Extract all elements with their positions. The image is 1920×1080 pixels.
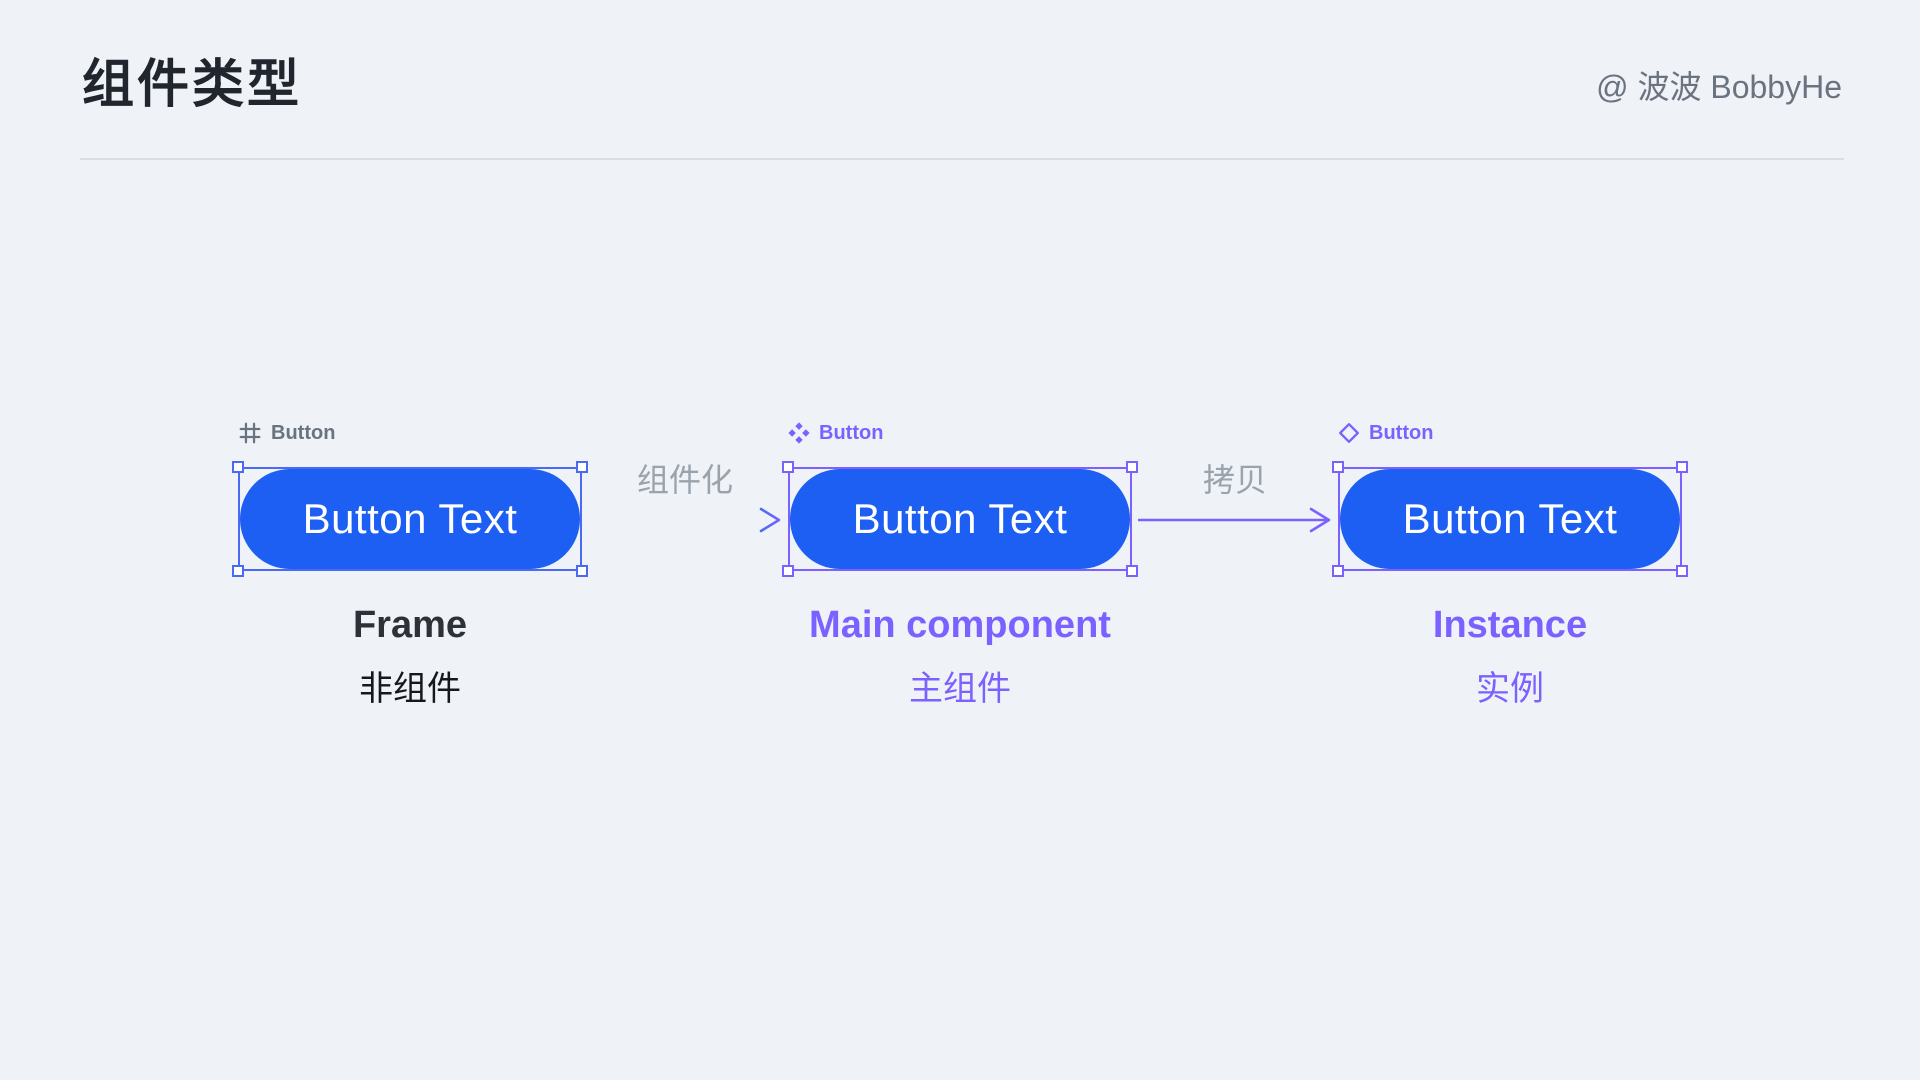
layer-label-text: Button <box>819 421 884 444</box>
arrow-copy: 拷贝 <box>1138 462 1332 541</box>
frame-icon <box>238 421 262 445</box>
author-credit: @ 波波 BobbyHe <box>1596 69 1842 105</box>
button-instance[interactable]: Button Text <box>1340 469 1680 569</box>
selection-handle-bottom-left[interactable] <box>782 565 794 577</box>
selection-frame: Button Text <box>1332 461 1688 577</box>
arrow-componentize: 组件化 <box>588 462 782 541</box>
selection-handle-top-left[interactable] <box>782 461 794 473</box>
caption-zh: 主组件 <box>909 670 1011 708</box>
arrow-right-icon <box>1138 507 1331 533</box>
layer-label-instance: Button <box>1338 420 1682 446</box>
button-main-component[interactable]: Button Text <box>790 469 1130 569</box>
arrow-label: 组件化 <box>636 462 733 498</box>
arrow-label: 拷贝 <box>1202 462 1267 498</box>
selection-handle-top-left[interactable] <box>1332 461 1344 473</box>
header-divider <box>80 158 1844 160</box>
selection-handle-top-right[interactable] <box>1126 461 1138 473</box>
selection-frame: Button Text <box>782 461 1138 577</box>
selection-handle-top-left[interactable] <box>232 461 244 473</box>
group-frame: Button Button Text Frame 非组件 <box>232 420 588 708</box>
caption-en: Main component <box>809 604 1111 646</box>
page-title: 组件类型 <box>82 56 303 114</box>
component-icon <box>788 422 810 444</box>
group-instance: Button Button Text Instance 实例 <box>1332 420 1688 708</box>
layer-label-frame: Button <box>238 420 582 446</box>
caption-en: Instance <box>1432 604 1588 646</box>
selection-handle-top-right[interactable] <box>576 461 588 473</box>
instance-icon <box>1338 422 1360 444</box>
selection-handle-bottom-left[interactable] <box>1332 565 1344 577</box>
selection-frame: Button Text <box>232 461 588 577</box>
selection-handle-bottom-right[interactable] <box>1126 565 1138 577</box>
selection-handle-top-right[interactable] <box>1676 461 1688 473</box>
arrow-right-icon <box>588 507 781 533</box>
caption-zh: 实例 <box>1476 670 1544 708</box>
caption-en: Frame <box>352 604 468 646</box>
selection-handle-bottom-right[interactable] <box>1676 565 1688 577</box>
button-frame[interactable]: Button Text <box>240 469 580 569</box>
layer-label-text: Button <box>1369 421 1434 444</box>
layer-label-main-component: Button <box>788 420 1132 446</box>
group-main-component: Button Button Text Main component 主组件 <box>782 420 1138 708</box>
caption-zh: 非组件 <box>359 670 461 708</box>
selection-handle-bottom-right[interactable] <box>576 565 588 577</box>
layer-label-text: Button <box>271 421 336 444</box>
selection-handle-bottom-left[interactable] <box>232 565 244 577</box>
